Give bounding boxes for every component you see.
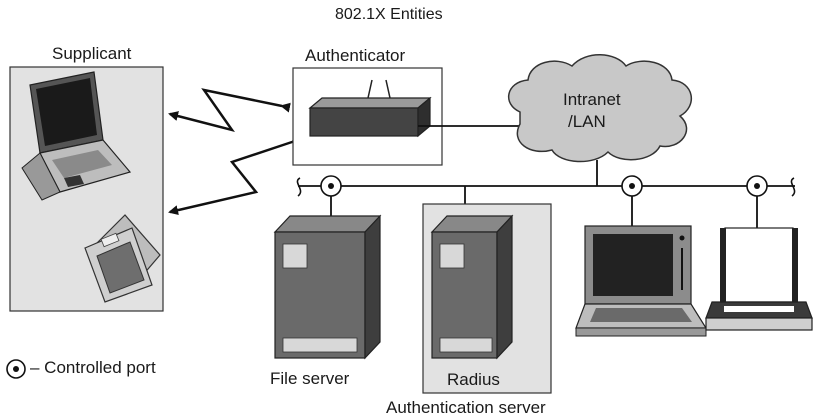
intranet-cloud xyxy=(507,54,693,163)
legend-label: – Controlled port xyxy=(30,358,156,377)
supplicant-label: Supplicant xyxy=(52,44,132,63)
radius-label: Radius xyxy=(447,370,500,389)
file-server-label: File server xyxy=(270,369,350,388)
laptop-icon xyxy=(21,71,132,201)
authenticator-label: Authenticator xyxy=(305,46,406,65)
legend-controlled-port-icon xyxy=(6,359,26,379)
wireless-link-laptop xyxy=(168,88,291,133)
bus-end-right xyxy=(790,177,796,197)
wireless-link-tablet xyxy=(168,134,302,216)
authentication-server-label: Authentication server xyxy=(386,398,546,417)
controlled-port-icon xyxy=(320,175,342,197)
controlled-port-icon xyxy=(621,175,643,197)
intranet-label: Intranet xyxy=(563,90,621,109)
lan-label: /LAN xyxy=(568,112,606,131)
printer-icon xyxy=(705,227,813,331)
bus-end-left xyxy=(296,177,302,197)
access-point-icon xyxy=(308,79,432,138)
tablet-icon xyxy=(84,214,161,303)
radius-server-icon xyxy=(430,214,514,360)
file-server-icon xyxy=(273,214,382,360)
diagram-title: 802.1X Entities xyxy=(335,6,443,23)
controlled-port-icon xyxy=(746,175,768,197)
lan-laptop-icon xyxy=(575,225,708,337)
